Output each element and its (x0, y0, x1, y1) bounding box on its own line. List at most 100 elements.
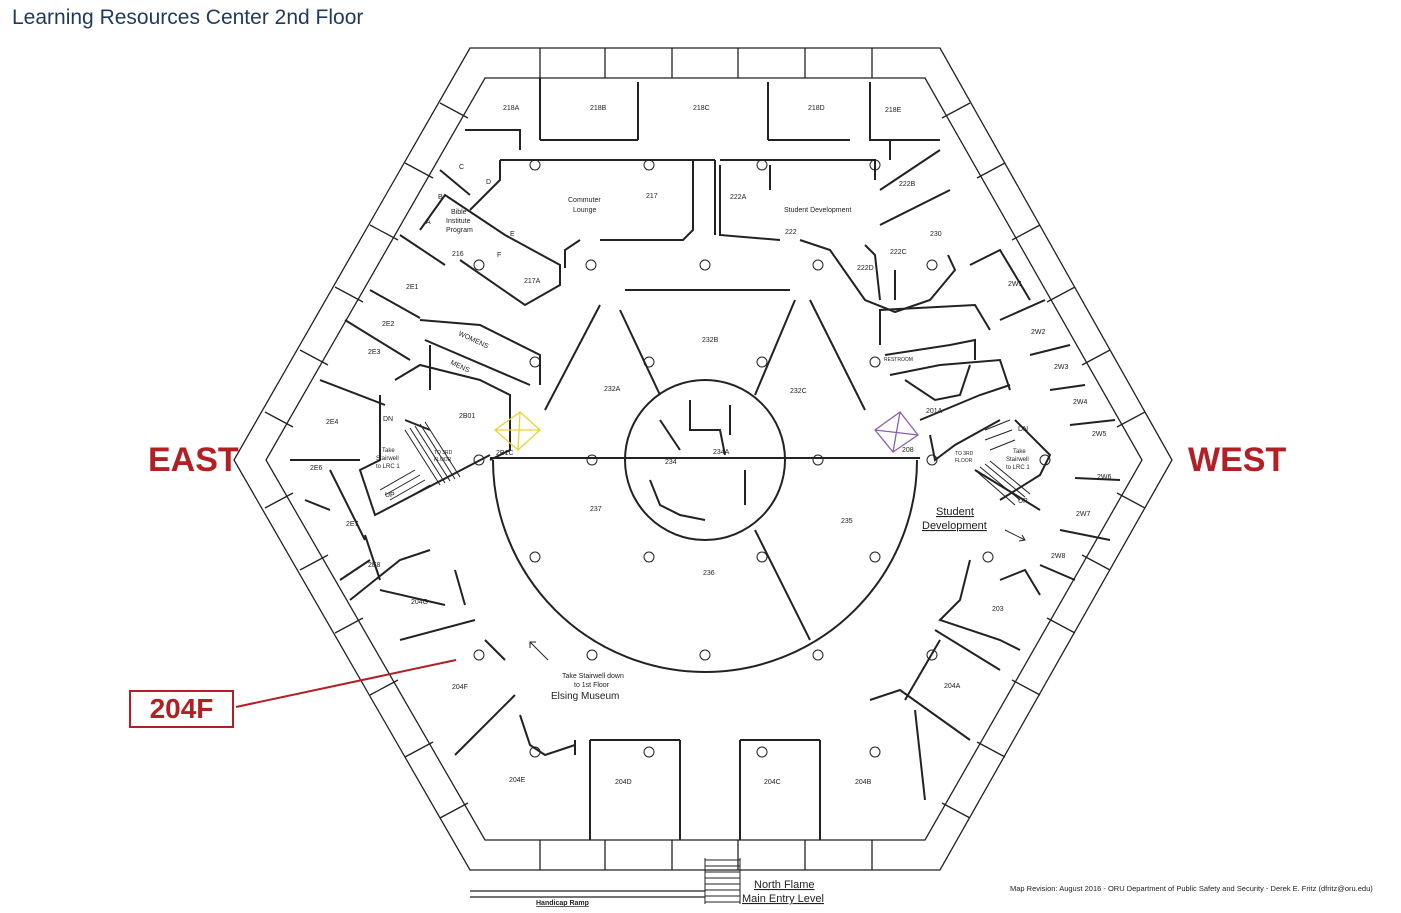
room-label: 2W5 (1092, 431, 1107, 438)
room-label: C (459, 164, 464, 171)
room-label: 236 (703, 570, 715, 577)
room-label: 204F (452, 684, 468, 691)
room-label: 237 (590, 506, 602, 513)
room-label: 201A (926, 408, 943, 415)
room-label: 234A (713, 449, 730, 456)
room-label: Institute (446, 218, 471, 225)
room-label: 2W8 (1051, 553, 1066, 560)
room-label: Development (922, 520, 987, 532)
stair-note: Stairwell (1006, 457, 1029, 463)
room-label: 222C (890, 249, 907, 256)
room-label: 216 (452, 251, 464, 258)
room-label: 2E8 (368, 562, 381, 569)
room-label: A (426, 219, 431, 226)
window-segments (264, 48, 1146, 870)
elevator-west (874, 411, 919, 453)
map-revision-note: Map Revision: August 2016 - ORU Departme… (1010, 884, 1373, 893)
room-label: 218D (808, 105, 825, 112)
room-label: F (497, 252, 501, 259)
main-entry-label: Main Entry Level (742, 893, 824, 905)
stair-label: DN (1018, 426, 1028, 433)
handicap-ramp (470, 890, 705, 898)
central-semicircle (490, 289, 920, 673)
room-label: 2W1 (1008, 281, 1023, 288)
room-label: 232C (790, 388, 807, 395)
room-label: 218E (885, 107, 902, 114)
room-label: 2E3 (368, 349, 381, 356)
stair-note: TO 3RD (434, 450, 453, 456)
room-label: 204G (411, 599, 428, 606)
room-label: 222B (899, 181, 916, 188)
entry-steps (704, 858, 741, 904)
room-label: 235 (841, 518, 853, 525)
callout-pointer (235, 659, 457, 708)
room-label: D (486, 179, 491, 186)
inner-circle (624, 379, 786, 541)
stair-label: UP (385, 492, 395, 499)
room-label: 204D (615, 779, 632, 786)
room-label: 2E2 (382, 321, 395, 328)
museum-note: Elsing Museum (551, 691, 619, 702)
room-label: 204B (855, 779, 872, 786)
room-label: 217 (646, 193, 658, 200)
room-label: 234 (665, 459, 677, 466)
east-rooms (290, 289, 681, 840)
room-label: 230 (930, 231, 942, 238)
room-label: Bible (451, 209, 467, 216)
room-label: Lounge (573, 207, 596, 214)
room-label: 204E (509, 777, 526, 784)
stair-note: FLOOR (434, 457, 452, 463)
room-label: 2W3 (1054, 364, 1069, 371)
museum-note: Take Stairwell down (562, 673, 624, 680)
room-label: 2E7 (346, 521, 359, 528)
stair-note: FLOOR (955, 458, 973, 464)
room-label: 218B (590, 105, 607, 112)
room-labels: 218A 218B 218C 218D 218E Commuter Lounge… (310, 105, 1112, 907)
room-label: 204C (764, 779, 781, 786)
room-label: WOMENS (457, 330, 490, 350)
elevator-east (493, 411, 541, 451)
room-label: Student (936, 506, 974, 518)
room-label: Commuter (568, 197, 601, 204)
room-label: B (438, 194, 443, 201)
stair-note: Stairwell (376, 456, 399, 462)
columns (473, 159, 1051, 758)
room-label: 218C (693, 105, 710, 112)
room-label: 222A (730, 194, 747, 201)
room-label: E (510, 231, 515, 238)
room-label: 222 (785, 229, 797, 236)
room-label: 208 (902, 447, 914, 454)
room-label: 2E1 (406, 284, 419, 291)
outer-wall (233, 47, 1173, 871)
handicap-ramp-label: Handicap Ramp (536, 900, 589, 907)
room-label: 2E6 (310, 465, 323, 472)
room-label: 232A (604, 386, 621, 393)
room-label: 204A (944, 683, 961, 690)
stair-label: DN (383, 416, 393, 423)
stair-note: TO 3RD (955, 451, 974, 457)
room-label: 218A (503, 105, 520, 112)
compass-west: WEST (1188, 441, 1287, 479)
direction-arrows (529, 529, 1026, 661)
room-label: 203 (992, 606, 1004, 613)
stairwells (379, 419, 1031, 506)
room-label: 2W6 (1097, 474, 1112, 481)
room-label: 2E4 (326, 419, 339, 426)
museum-note: to 1st Floor (574, 682, 610, 689)
room-label: 217A (524, 278, 541, 285)
stair-label: UP (1018, 498, 1028, 505)
room-label: 2W7 (1076, 511, 1091, 518)
stair-note: to LRC 1 (1006, 465, 1030, 471)
stair-note: Take (382, 448, 395, 454)
room-label: 2W4 (1073, 399, 1088, 406)
room-label: 232B (702, 337, 719, 344)
inner-wall (265, 77, 1143, 841)
room-label: Student Development (784, 207, 851, 214)
room-label: 2B1C (496, 450, 514, 457)
north-rooms (399, 149, 1121, 581)
rooms-218-row (465, 78, 940, 160)
room-label: 2B01 (459, 413, 475, 420)
room-callout: 204F (129, 690, 234, 728)
stair-note: to LRC 1 (376, 464, 400, 470)
